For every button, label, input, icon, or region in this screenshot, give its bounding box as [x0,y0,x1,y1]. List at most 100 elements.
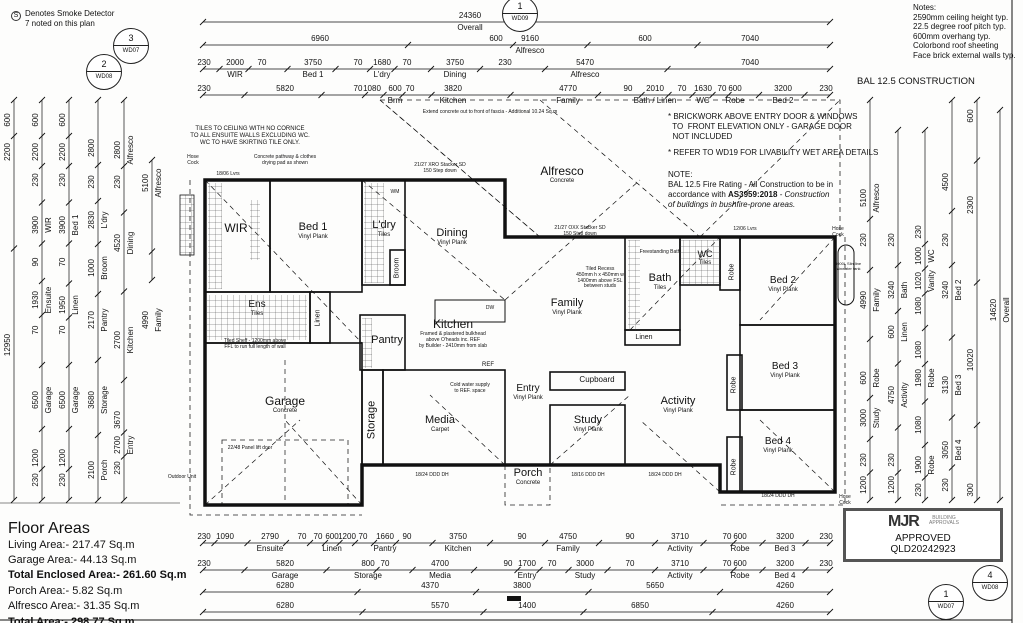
dimension-tick [826,41,834,49]
dimension-tick [120,288,128,295]
dimension-tick [801,91,808,99]
marker-ref: WD07 [929,601,963,610]
roof-hip-line [379,99,541,238]
dimension-tick [321,539,329,547]
plan-annotation: REF [482,362,494,368]
bal-note-line: BAL 12.5 Fire Rating - All Construction … [668,180,834,189]
room-label-linen: Linen [635,334,652,341]
dimension-tick [241,91,248,99]
dimension-value: 5570 [431,601,449,610]
room-name: Pantry [371,334,403,346]
dimension-tick [709,608,716,616]
floor-areas-title: Floor Areas [8,520,90,537]
dimension-tick [38,361,46,369]
dimension-tick [94,356,102,364]
dimension-value: 4750 [559,532,577,541]
smoke-detector-icon: S [11,11,21,21]
dimension-tick [404,41,412,49]
roof-hip-line [699,99,841,238]
bath-linen-walls [624,329,681,346]
dimension-value: 5820 [276,84,294,93]
dimension-room-label: Media [429,571,451,580]
dimension-tick [148,276,156,284]
alfresco-area: Alfresco Area:- 31.35 Sq.m [8,600,140,613]
room-label-robe: Robe [731,377,738,394]
dimension-tick [948,334,956,341]
dimension-tick [120,429,128,436]
dimension-value: 230 [859,233,868,247]
dimension-tick [94,290,102,298]
dimension-value: 2000 [226,58,244,67]
dimension-tick [38,199,46,206]
dimension-room-label: Ensuite [44,286,53,314]
dimension-value: 90 [623,84,633,93]
dimension-value: 3200 [776,559,794,568]
dimension-value: 5650 [646,581,664,590]
scale-bar [507,596,521,601]
dimension-value: 230 [819,532,833,541]
dimension-value: 1630 [694,84,712,93]
roof-hip-line [504,179,641,301]
dimension-value: 90 [517,532,527,541]
dimension-value: 70 [313,532,323,541]
dimension-tick [470,566,478,574]
plan-annotation: 18/16 DDD DH [571,472,605,478]
room-name: Robe [728,263,736,281]
dimension-room-label: WIR [44,217,53,233]
dimension-tick [507,91,514,99]
dimension-tick [700,566,707,574]
dimension-value: 1900 [914,456,923,474]
dimension-room-label: Alfresco [570,70,600,79]
dimension-tick [921,126,929,134]
plan-annotation: 22/48 Panel lift door [227,445,273,451]
dimension-tick [948,96,956,104]
dimension-room-label: Alfresco [126,135,135,165]
dimension-tick [10,245,18,252]
dimension-value: 70 [380,559,390,568]
dimension-value: 230 [914,483,923,497]
dimension-value: 4990 [859,291,868,309]
external-step [179,194,195,256]
dimension-value: 1700 [518,559,536,568]
dimension-tick [894,307,902,315]
dimension-value: 2100 [87,461,96,479]
dimension-tick [866,469,874,476]
bal-note-title: NOTE: [668,170,693,179]
dimension-room-label: Vanity [927,270,936,292]
dimension-tick [476,65,484,73]
room-name: Robe [730,458,738,476]
dimension-value: 600 [733,532,747,541]
dimension-value: 3200 [774,84,792,93]
dimension-room-label: Linen [71,295,80,315]
roof-hip-line [639,419,721,493]
dimension-value: 230 [498,58,512,67]
dimension-value: 3000 [576,559,594,568]
dimension-tick [973,96,981,104]
dimension-tick [826,608,834,616]
dimension-tick [120,209,128,216]
alfresco-slab-outline [380,99,841,237]
dimension-room-label: Alfresco [154,168,163,198]
dimension-tick [427,65,435,73]
floor-finish: Vinyl Plank [663,408,693,414]
dimension-value: 230 [941,233,950,247]
dimension-value: 6500 [31,391,40,409]
marker-ref: WD08 [973,582,1007,591]
total-area: Total Area:- 298.77 Sq.m [8,615,135,623]
dimension-value: 230 [819,559,833,568]
dimension-tick [973,421,981,429]
dimension-tick [604,566,611,574]
tiled-area [207,295,307,340]
room-name: Study [573,414,603,426]
dimension-room-label: Dining [126,231,135,255]
dimension-value: 4700 [431,559,449,568]
dimension-tick [826,91,834,99]
dimension-tick [148,156,156,164]
